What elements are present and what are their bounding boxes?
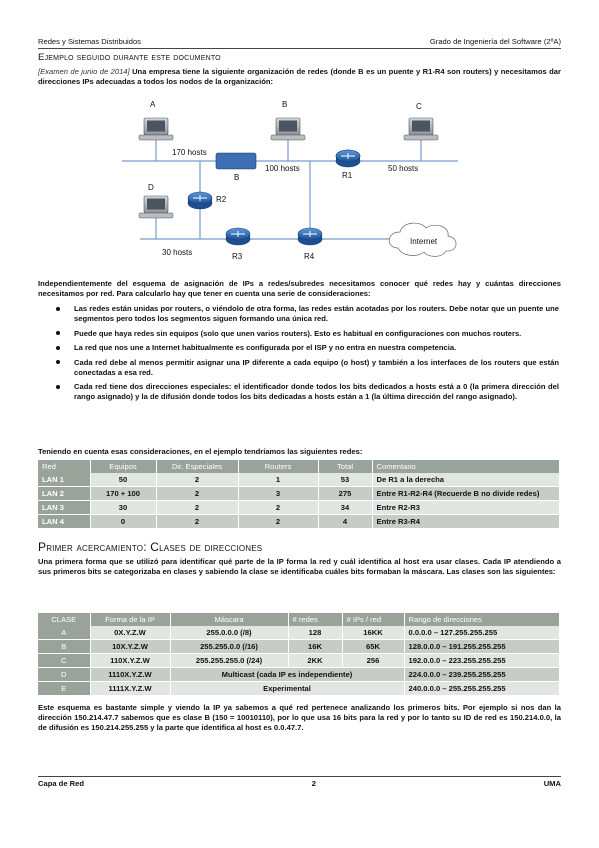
internet-label: Internet <box>410 237 438 246</box>
th-routers: Routers <box>238 460 319 474</box>
pc-d-icon <box>138 195 174 219</box>
bridge-label: B <box>234 173 239 182</box>
th-mascara: Máscara <box>170 613 289 627</box>
th-equipos: Equipos <box>90 460 157 474</box>
th-comentario: Comentario <box>372 460 560 474</box>
table-row: D 1110X.Y.Z.W Multicast (cada IP es inde… <box>38 667 560 683</box>
router-r2-label: R2 <box>216 195 227 204</box>
table-row: LAN 2 170 + 100 2 3 275 Entre R1-R2-R4 (… <box>38 486 560 502</box>
classes-paragraph: Una primera forma que se utilizó para id… <box>38 557 561 577</box>
footer-university: UMA <box>543 779 561 788</box>
th-total: Total <box>318 460 373 474</box>
th-forma: Forma de la IP <box>90 613 171 627</box>
intro-paragraph: [Examen de junio de 2014] Una empresa ti… <box>38 67 561 87</box>
table-row: E 1111X.Y.Z.W Experimental 240.0.0.0 – 2… <box>38 681 560 697</box>
pc-c-label: C <box>416 102 422 111</box>
list-item: La red que nos une a Internet habitualme… <box>56 343 559 353</box>
table-row: B 10X.Y.Z.W 255.255.0.0 (/16) 16K 65K 12… <box>38 639 560 655</box>
pc-c-icon <box>403 117 439 141</box>
router-r3-icon <box>225 227 251 246</box>
pc-a-label: A <box>150 100 156 109</box>
network-diagram: A B C D B <box>122 100 458 261</box>
th-ips: # IPs / red <box>342 613 405 627</box>
section-title-classes: Primer acercamiento: Clases de direccion… <box>38 540 263 554</box>
pc-b-label: B <box>282 100 287 109</box>
hosts-b-label: 100 hosts <box>265 164 300 173</box>
hosts-d-label: 30 hosts <box>162 248 192 257</box>
pc-d-label: D <box>148 183 154 192</box>
list-item: Las redes están unidas por routers, o vi… <box>56 304 559 324</box>
table-header-row: Red Equipos Dir. Especiales Routers Tota… <box>38 460 560 474</box>
internet-cloud-icon <box>388 222 457 257</box>
classes-table: CLASE Forma de la IP Máscara # redes # I… <box>38 613 560 697</box>
header-course: Redes y Sistemas Distribuidos <box>38 37 141 46</box>
table-row: C 110X.Y.Z.W 255.255.255.0 (/24) 2KK 256… <box>38 653 560 669</box>
pc-b-icon <box>270 117 306 141</box>
th-rango: Rango de direcciones <box>404 613 560 627</box>
footer-chapter: Capa de Red <box>38 779 84 788</box>
router-r4-icon <box>297 227 323 246</box>
pc-a-icon <box>138 117 174 141</box>
table-row: LAN 1 50 2 1 53 De R1 a la derecha <box>38 473 560 488</box>
hosts-c-label: 50 hosts <box>388 164 418 173</box>
list-item: Cada red tiene dos direcciones especiale… <box>56 382 559 402</box>
router-r3-label: R3 <box>232 252 243 261</box>
table-row: LAN 4 0 2 2 4 Entre R3-R4 <box>38 514 560 530</box>
exam-reference: [Examen de junio de 2014] <box>38 67 130 76</box>
considerations-paragraph: Independientemente del esquema de asigna… <box>38 279 561 299</box>
page-number: 2 <box>311 779 316 788</box>
th-red: Red <box>38 460 91 474</box>
page-footer: Capa de Red 2 UMA <box>38 776 561 788</box>
th-redes: # redes <box>288 613 343 627</box>
networks-table: Red Equipos Dir. Especiales Routers Tota… <box>38 460 560 530</box>
intro-text: Una empresa tiene la siguiente organizac… <box>38 67 561 87</box>
router-r2-icon <box>187 191 213 210</box>
router-r1-icon <box>335 149 361 168</box>
table-row: A 0X.Y.Z.W 255.0.0.0 (/8) 128 16KK 0.0.0… <box>38 626 560 641</box>
considerations-list: Las redes están unidas por routers, o vi… <box>56 304 559 407</box>
router-r4-label: R4 <box>304 252 315 261</box>
th-clase: CLASE <box>38 613 91 627</box>
list-item: Puede que haya redes sin equipos (solo q… <box>56 329 559 339</box>
table-header-row: CLASE Forma de la IP Máscara # redes # I… <box>38 613 560 627</box>
page-header: Redes y Sistemas Distribuidos Grado de I… <box>38 37 561 49</box>
router-r1-label: R1 <box>342 171 353 180</box>
table-row: LAN 3 30 2 2 34 Entre R2-R3 <box>38 500 560 516</box>
section-title-example: Ejemplo seguido durante este documento <box>38 52 221 63</box>
example-paragraph: Este esquema es bastante simple y viendo… <box>38 703 561 733</box>
list-item: Cada red debe al menos permitir asignar … <box>56 358 559 378</box>
th-especiales: Dir. Especiales <box>156 460 239 474</box>
hosts-a-label: 170 hosts <box>172 148 207 157</box>
bridge-icon <box>215 152 257 170</box>
header-degree: Grado de Ingeniería del Software (2ºA) <box>429 37 561 46</box>
networks-intro: Teniendo en cuenta esas consideraciones,… <box>38 447 363 456</box>
